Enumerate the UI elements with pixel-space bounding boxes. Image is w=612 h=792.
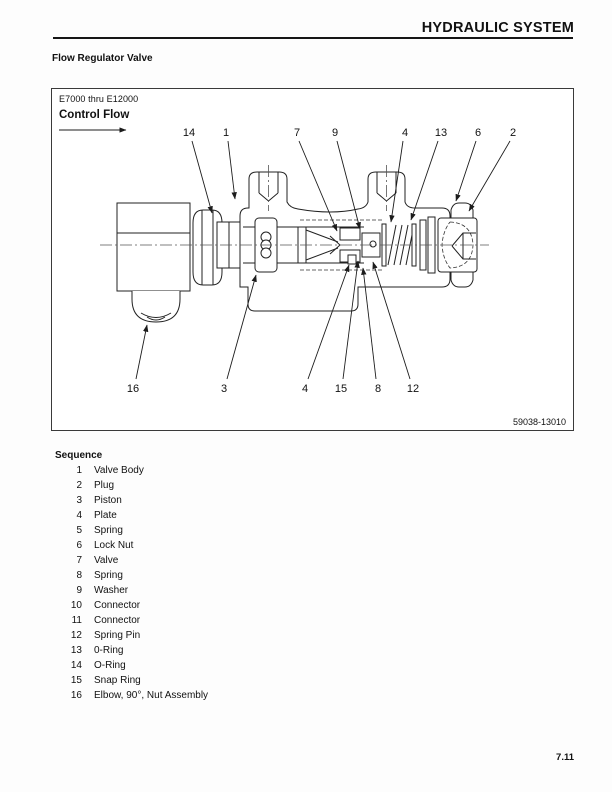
callout-label-3: 3 (221, 383, 227, 395)
item-number: 6 (76, 540, 82, 551)
list-item: 12 Spring Pin (52, 628, 208, 643)
item-label: 0-Ring (94, 645, 124, 656)
item-label: Valve (94, 555, 119, 566)
sequence-heading: Sequence (55, 450, 103, 461)
callout-leaders-bottom (135, 260, 411, 380)
callout-label-2: 2 (510, 127, 516, 139)
item-label: Washer (94, 585, 129, 596)
item-number: 2 (76, 480, 82, 491)
plug-assembly (437, 202, 478, 288)
item-number: 13 (70, 645, 82, 656)
item-label: Piston (94, 495, 122, 506)
item-label: Plug (94, 480, 115, 491)
list-item: 10 Connector (52, 598, 208, 613)
elbow-assembly (116, 202, 191, 323)
item-number: 9 (76, 585, 82, 596)
callout-label-7: 7 (294, 127, 300, 139)
item-number: 11 (71, 615, 82, 626)
item-label: Valve Body (94, 465, 144, 476)
callout-leaders-top (191, 140, 511, 232)
item-number: 16 (70, 690, 82, 701)
list-item: 5 Spring (52, 523, 208, 538)
item-number: 15 (70, 675, 82, 686)
callout-label-9: 9 (332, 127, 338, 139)
list-item: 3 Piston (52, 493, 208, 508)
item-number: 14 (70, 660, 82, 671)
callout-label-4-bottom: 4 (302, 383, 308, 395)
figure-number: 59038-13010 (512, 417, 566, 427)
item-number: 3 (76, 495, 82, 506)
item-number: 8 (76, 570, 82, 581)
callout-label-13: 13 (435, 127, 447, 139)
valve-body (239, 165, 451, 312)
connector-cluster (339, 227, 381, 265)
list-item: 4 Plate (52, 508, 208, 523)
control-flow-label: Control Flow (59, 109, 130, 121)
item-label: Elbow, 90°, Nut Assembly (94, 690, 209, 701)
callout-label-6: 6 (475, 127, 481, 139)
list-item: 1 Valve Body (52, 463, 208, 478)
callout-label-1: 1 (223, 127, 229, 139)
list-item: 13 0-Ring (52, 643, 208, 658)
item-label: Lock Nut (94, 540, 134, 551)
page-number: 7.11 (556, 752, 574, 763)
list-item: 7 Valve (52, 553, 208, 568)
item-number: 7 (76, 555, 82, 566)
valve-diagram: 14 1 7 9 4 13 6 2 16 3 4 15 8 12 (59, 127, 516, 395)
list-item: 11 Connector (52, 613, 208, 628)
item-number: 5 (76, 525, 82, 536)
figure-box: 14 1 7 9 4 13 6 2 16 3 4 15 8 12 E7000 t… (51, 88, 574, 431)
list-item: 2 Plug (52, 478, 208, 493)
item-label: Plate (94, 510, 117, 521)
item-label: Spring (94, 525, 123, 536)
item-number: 4 (76, 510, 82, 521)
item-label: Spring (94, 570, 123, 581)
list-item: 16 Elbow, 90°, Nut Assembly (52, 688, 208, 703)
item-label: O-Ring (94, 660, 126, 671)
hex-nut (192, 209, 223, 286)
item-label: Spring Pin (94, 630, 141, 641)
callout-label-15: 15 (335, 383, 347, 395)
item-label: Snap Ring (94, 675, 141, 686)
page-title: HYDRAULIC SYSTEM (421, 20, 574, 36)
callout-label-16: 16 (127, 383, 139, 395)
callout-label-4-top: 4 (402, 127, 408, 139)
section-title: Flow Regulator Valve (52, 53, 153, 64)
model-range-label: E7000 thru E12000 (59, 94, 139, 104)
list-item: 15 Snap Ring (52, 673, 208, 688)
item-label: Connector (94, 600, 141, 611)
item-label: Connector (94, 615, 141, 626)
header-rule (53, 37, 573, 39)
callout-label-14: 14 (183, 127, 195, 139)
list-item: 8 Spring (52, 568, 208, 583)
item-number: 10 (70, 600, 82, 611)
list-item: 14 O-Ring (52, 658, 208, 673)
list-item: 9 Washer (52, 583, 208, 598)
callout-label-8: 8 (375, 383, 381, 395)
item-number: 12 (70, 630, 82, 641)
callout-label-12: 12 (407, 383, 419, 395)
item-number: 1 (76, 465, 82, 476)
list-item: 6 Lock Nut (52, 538, 208, 553)
